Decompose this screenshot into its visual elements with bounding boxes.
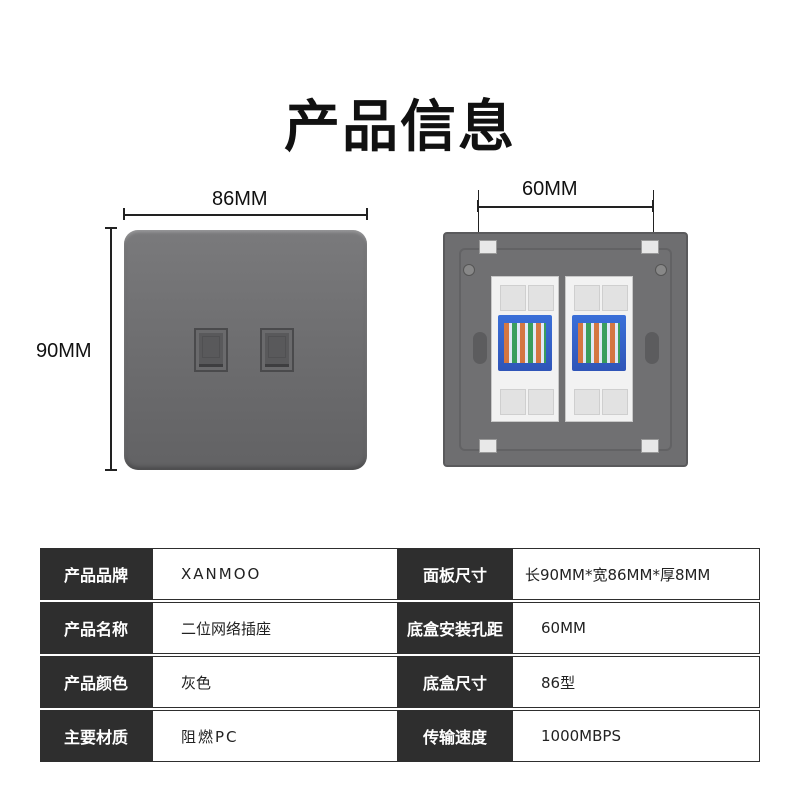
clip-bottom-left (479, 439, 497, 453)
spec-value: XANMOO (152, 548, 398, 600)
front-height-label: 90MM (36, 340, 92, 362)
screw-top-left (463, 264, 475, 276)
screw-top-right (655, 264, 667, 276)
hole-distance-line (478, 206, 653, 208)
front-height-tick-top (105, 227, 117, 229)
keystone-module-right (565, 276, 633, 422)
spec-label: 产品品牌 (40, 548, 152, 600)
mount-slot-left (473, 332, 487, 364)
table-row: 产品颜色 灰色 底盒尺寸 86型 (40, 656, 760, 708)
table-row: 主要材质 阻燃PC 传输速度 1000MBPS (40, 710, 760, 762)
clip-bottom-right (641, 439, 659, 453)
spec-label: 底盒安装孔距 (398, 602, 512, 654)
spec-table: 产品品牌 XANMOO 面板尺寸 长90MM*宽86MM*厚8MM 产品名称 二… (40, 548, 760, 764)
spec-value: 二位网络插座 (152, 602, 398, 654)
spec-value: 阻燃PC (152, 710, 398, 762)
page-title: 产品信息 (284, 95, 516, 160)
mount-slot-right (645, 332, 659, 364)
spec-value: 86型 (512, 656, 760, 708)
front-panel-image (124, 230, 367, 470)
spec-label: 底盒尺寸 (398, 656, 512, 708)
front-height-tick-bottom (105, 469, 117, 471)
table-row: 产品名称 二位网络插座 底盒安装孔距 60MM (40, 602, 760, 654)
spec-label: 产品名称 (40, 602, 152, 654)
hole-distance-label: 60MM (522, 178, 578, 200)
module-wires-left (504, 323, 546, 363)
spec-label: 主要材质 (40, 710, 152, 762)
module-wires-right (578, 323, 620, 363)
rj45-port-right (260, 328, 294, 372)
back-panel-image (443, 232, 688, 467)
front-width-tick-right (366, 208, 368, 220)
spec-label: 产品颜色 (40, 656, 152, 708)
clip-top-right (641, 240, 659, 254)
rj45-port-left (194, 328, 228, 372)
clip-top-left (479, 240, 497, 254)
spec-value: 灰色 (152, 656, 398, 708)
front-width-tick-left (123, 208, 125, 220)
front-height-line (110, 228, 112, 470)
front-width-line (124, 214, 367, 216)
spec-label: 传输速度 (398, 710, 512, 762)
keystone-module-left (491, 276, 559, 422)
table-row: 产品品牌 XANMOO 面板尺寸 长90MM*宽86MM*厚8MM (40, 548, 760, 600)
spec-value: 60MM (512, 602, 760, 654)
spec-label: 面板尺寸 (398, 548, 512, 600)
spec-value: 1000MBPS (512, 710, 760, 762)
front-width-label: 86MM (212, 188, 268, 210)
spec-value: 长90MM*宽86MM*厚8MM (512, 548, 760, 600)
